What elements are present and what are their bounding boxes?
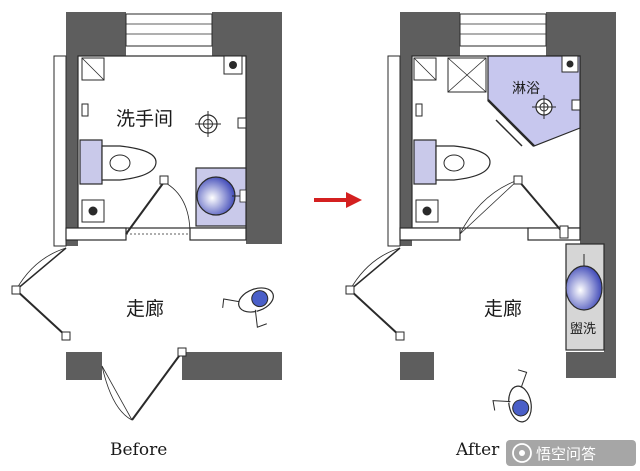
after-shower-drain-icon: [532, 95, 556, 119]
before-floor-drain-icon: [195, 111, 221, 137]
after-shower-glass: [487, 99, 535, 147]
before-person-walking-icon: [222, 287, 274, 328]
after-wall-right-lower: [604, 244, 616, 352]
before-corridor-wall-left: [66, 352, 102, 380]
after-person-walking-icon: [492, 369, 532, 423]
after-wall-left-lower: [387, 55, 401, 247]
before-caption: Before: [110, 440, 167, 460]
after-wall-top-right: [546, 12, 580, 56]
after-corridor-wall-right: [566, 352, 616, 378]
after-washbasin-icon: [565, 243, 605, 351]
watermark: 悟空问答: [506, 440, 636, 466]
after-window: [459, 13, 547, 47]
before-partition-right: [189, 227, 247, 241]
before-corridor-label: 走廊: [126, 298, 164, 320]
after-partition-left: [399, 227, 461, 241]
before-sink-icon: [195, 167, 247, 227]
before-bottom-door: [101, 347, 187, 421]
after-partition-right: [527, 227, 581, 241]
before-wall-right: [246, 12, 282, 244]
before-toilet-icon: [79, 103, 157, 185]
before-wall-left: [66, 56, 78, 246]
before-wall-top-right: [212, 12, 246, 56]
before-partition-left: [65, 227, 127, 241]
before-wall-top-left: [66, 12, 126, 56]
watermark-text: 悟空问答: [536, 445, 596, 463]
after-wall-right: [580, 12, 616, 244]
after-corridor-label: 走廊: [484, 298, 522, 320]
before-window: [125, 13, 213, 47]
after-washing-label: 盥洗: [570, 322, 596, 337]
after-plan: 淋浴: [345, 12, 616, 460]
before-corridor-wall-right: [182, 352, 282, 380]
before-wall-left-lower: [53, 55, 67, 247]
after-shower-label: 淋浴: [512, 81, 540, 97]
after-toilet-icon: [413, 103, 491, 185]
right-arrow-icon: [314, 192, 362, 208]
after-caption: After: [455, 440, 500, 460]
chat-bubble-icon: [512, 443, 532, 463]
before-bathroom-door: [125, 175, 191, 235]
after-wall-left: [400, 56, 412, 246]
after-bathroom-door: [459, 175, 569, 239]
after-wall-top-left: [400, 12, 460, 56]
before-plan: 洗手间: [11, 12, 282, 460]
before-left-door: [11, 247, 71, 341]
after-left-door: [345, 247, 405, 341]
before-room-label: 洗手间: [116, 108, 173, 130]
after-corridor-wall-left: [400, 352, 434, 380]
